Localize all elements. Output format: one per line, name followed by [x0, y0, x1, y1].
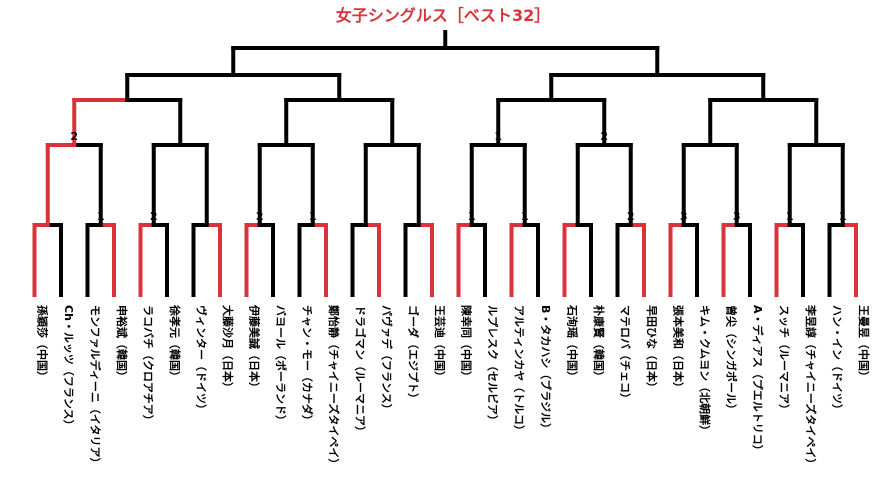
player-name: パヴァデ（フランス）	[380, 305, 394, 415]
player-name: 伊藤美誠（日本）	[248, 304, 262, 393]
match-scores: 1 2 2 1 1 1 2 3 3 1 1 2 1 2	[70, 130, 846, 223]
player-name: スッチ（ルーマニア）	[778, 305, 791, 415]
bracket-title: 女子シングルス［ベスト32］	[335, 6, 551, 25]
player-name: ラコバチ（クロアチア）	[142, 305, 155, 426]
player-name: Ch・ルッツ（フランス）	[62, 305, 75, 431]
player-name: モンファルディーニ（イタリア）	[89, 305, 103, 468]
match-score: 1	[97, 210, 105, 223]
player-name: 王曼昱（中国）	[857, 305, 871, 382]
player-name: ハン・イン（ドイツ）	[831, 305, 844, 415]
player-name: 申裕斌（韓国）	[115, 305, 129, 382]
player-name: B・タカハシ（ブラジル）	[539, 305, 553, 434]
match-score: 3	[733, 210, 741, 223]
player-name: ルプレスク（セルビア）	[486, 305, 500, 426]
player-name: アルティンカヤ（トルコ）	[513, 305, 526, 436]
match-score: 3	[680, 210, 688, 223]
match-score: 2	[256, 210, 264, 223]
player-name: マテロバ（チェコ）	[619, 305, 632, 404]
player-name: 大藤沙月（日本）	[221, 305, 235, 393]
player-name: 曾尖（シンガポール）	[725, 305, 739, 415]
player-name: 徐孝元（韓国）	[168, 304, 182, 382]
player-name: 早田ひな（日本）	[645, 305, 659, 393]
match-score: 1	[309, 210, 317, 223]
player-name: ドラゴマン（ルーマニア）	[354, 305, 368, 437]
match-score: 2	[70, 130, 78, 143]
match-score: 1	[494, 130, 502, 143]
player-name: チャン・モー（カナダ）	[301, 305, 315, 426]
player-name: 王芸迪（中国）	[433, 305, 447, 382]
player-name: 石洵瑶（中国）	[566, 304, 580, 382]
player-name: 鄭怡静（チャイニーズタイペイ）	[327, 305, 341, 469]
player-name: バヨール（ポーランド）	[274, 305, 288, 426]
player-name: ヴィンター（ドイツ）	[195, 305, 209, 415]
player-name: A・ディアス（プエルトリコ）	[751, 305, 765, 456]
match-score: 2	[150, 210, 158, 223]
player-name: キム・クムヨン（北朝鮮）	[698, 305, 712, 436]
match-score: 2	[600, 130, 608, 143]
player-name: 陳幸同（中国）	[460, 305, 474, 382]
bracket-lines	[32, 30, 858, 297]
player-names: 孫穎莎（中国） Ch・ルッツ（フランス） モンファルディーニ（イタリア） 申裕斌（韓国…	[36, 304, 872, 469]
player-name: 孫穎莎（中国）	[36, 305, 50, 382]
match-score: 2	[627, 210, 635, 223]
match-score: 1	[786, 210, 794, 223]
player-name: 李昱諄（チャイニーズタイペイ）	[804, 304, 818, 469]
player-name: 張本美和（日本）	[672, 305, 686, 393]
match-score: 1	[521, 210, 529, 223]
match-score: 1	[468, 210, 476, 223]
player-name: ゴーダ（エジプト）	[407, 305, 421, 404]
match-score: 1	[839, 210, 847, 223]
player-name: 朴康賢（韓国）	[592, 305, 606, 382]
